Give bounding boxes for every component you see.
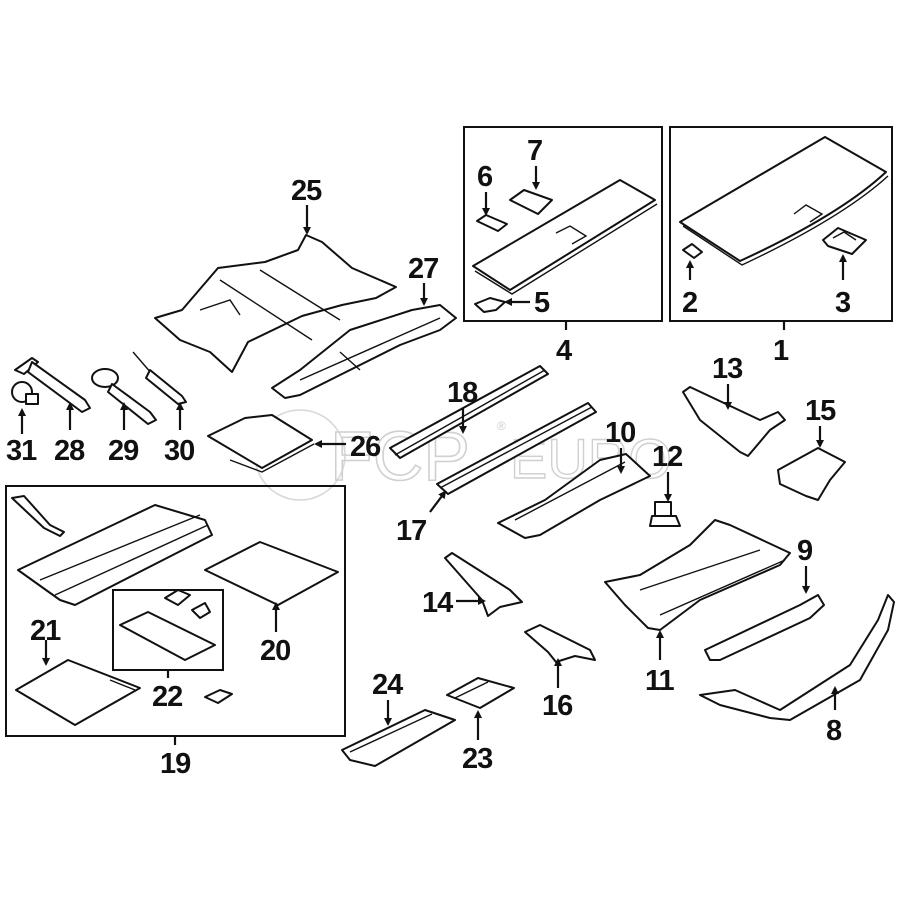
part-10-trim-panel[interactable] <box>497 453 651 539</box>
part-13-bracket[interactable] <box>682 386 786 457</box>
part-30-screwdriver[interactable] <box>132 351 187 405</box>
part-2-clip[interactable] <box>682 243 703 259</box>
part-29-tow-eye[interactable] <box>91 368 157 425</box>
group-box-4 <box>463 126 663 322</box>
callout-19[interactable]: 19 <box>160 748 192 780</box>
part-7-handle[interactable] <box>509 189 553 215</box>
callout-24[interactable]: 24 <box>372 669 404 701</box>
callout-3[interactable]: 3 <box>835 287 852 319</box>
callout-5[interactable]: 5 <box>534 287 551 319</box>
callout-8[interactable]: 8 <box>826 715 843 747</box>
callout-20[interactable]: 20 <box>260 635 291 667</box>
callout-12[interactable]: 12 <box>652 441 683 473</box>
part-22-tray[interactable] <box>119 589 216 661</box>
callout-7[interactable]: 7 <box>527 135 543 167</box>
part-19-tray-assembly[interactable] <box>11 495 213 606</box>
callout-21[interactable]: 21 <box>30 615 62 647</box>
callout-28[interactable]: 28 <box>54 435 86 467</box>
part-1-load-floor-cover[interactable] <box>679 136 889 266</box>
part-20-cover-panel[interactable] <box>204 541 339 606</box>
callout-26[interactable]: 26 <box>350 431 382 463</box>
part-11-floor-pan[interactable] <box>604 519 791 631</box>
part-16-bracket[interactable] <box>524 624 596 663</box>
callout-22[interactable]: 22 <box>152 681 183 713</box>
part-5-hook[interactable] <box>474 297 506 313</box>
part-4-floor-panel[interactable] <box>472 179 658 295</box>
leader-arrows <box>18 166 847 740</box>
part-26-cover[interactable] <box>207 414 315 473</box>
part-23-sill-cover[interactable] <box>446 677 515 709</box>
callout-17[interactable]: 17 <box>396 515 427 547</box>
callout-29[interactable]: 29 <box>108 435 140 467</box>
callout-16[interactable]: 16 <box>542 690 574 722</box>
callout-1[interactable]: 1 <box>773 335 790 367</box>
callout-18[interactable]: 18 <box>447 377 479 409</box>
callout-13[interactable]: 13 <box>712 353 744 385</box>
part-12-clip[interactable] <box>649 501 681 527</box>
part-25-floor-carpet[interactable] <box>154 234 397 373</box>
part-6-bracket[interactable] <box>476 214 508 232</box>
part-22-clip[interactable] <box>204 689 233 704</box>
callout-2[interactable]: 2 <box>682 287 698 319</box>
callout-15[interactable]: 15 <box>805 395 837 427</box>
callout-25[interactable]: 25 <box>291 175 323 207</box>
callout-11[interactable]: 11 <box>645 665 676 697</box>
callout-31[interactable]: 31 <box>6 435 38 467</box>
watermark-registered: ® <box>497 419 506 433</box>
callout-6[interactable]: 6 <box>477 161 494 193</box>
part-28-jack-handle[interactable] <box>14 357 91 413</box>
part-27-storage-tray[interactable] <box>271 304 457 399</box>
part-24-sill-cover[interactable] <box>341 709 456 767</box>
part-15-bracket[interactable] <box>777 447 846 501</box>
callout-4[interactable]: 4 <box>556 335 573 367</box>
callout-9[interactable]: 9 <box>797 535 814 567</box>
part-21-cover-panel[interactable] <box>15 659 141 726</box>
callout-27[interactable]: 27 <box>408 253 439 285</box>
part-18-sill-rail[interactable] <box>389 365 549 459</box>
callout-30[interactable]: 30 <box>164 435 195 467</box>
callout-10[interactable]: 10 <box>605 417 636 449</box>
callout-labels: 1 2 3 4 5 6 7 8 9 10 11 12 13 14 15 16 1… <box>6 135 852 780</box>
callout-14-label[interactable]: 14 <box>422 587 454 619</box>
callout-23[interactable]: 23 <box>462 743 494 775</box>
part-8-sill-plate[interactable] <box>699 594 895 721</box>
group-box-1 <box>669 126 893 322</box>
part-14-bracket[interactable] <box>444 552 523 617</box>
part-9-crossmember[interactable] <box>704 594 825 661</box>
part-3-handle[interactable] <box>822 227 867 255</box>
part-31-cap[interactable] <box>11 381 39 405</box>
